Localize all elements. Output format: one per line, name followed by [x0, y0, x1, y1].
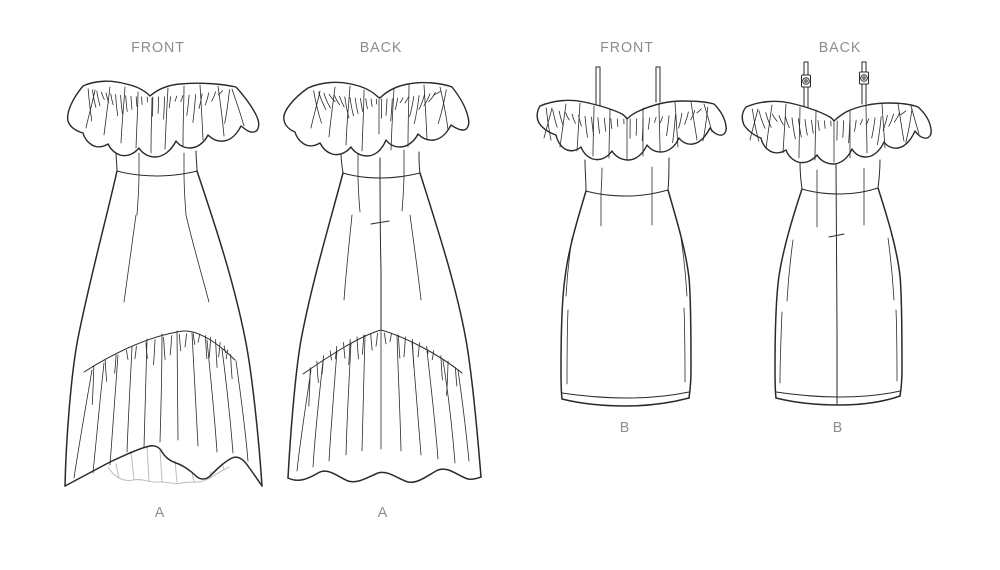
dress-b-back-center-seam: [835, 161, 838, 405]
strap-slider-hardware: [801, 71, 869, 88]
dress-a-back-ruffle-folds: [310, 84, 449, 152]
view-a-back-label: BACK: [359, 39, 403, 56]
dress-b-front-drawing: [536, 66, 727, 407]
dress-a-front-ruffle-folds: [85, 84, 245, 154]
dress-a-back-drawing: [283, 81, 482, 484]
view-b-back-label: BACK: [818, 39, 862, 56]
dress-b-back-zipper-mark: [828, 233, 845, 238]
dress-a-back-center-seam: [379, 157, 382, 331]
dress-a-back-flounce-gathers: [308, 332, 458, 407]
dress-a-back-bodice: [340, 149, 421, 213]
dress-a-front-skirt: [64, 170, 263, 487]
view-b-back-letter: B: [832, 419, 844, 436]
dress-b-back-bodice: [799, 159, 881, 228]
dress-b-back-skirt: [774, 161, 903, 406]
dress-a-back-flounce-folds: [296, 330, 470, 472]
dress-a-front-flounce-gathers: [91, 333, 233, 405]
view-a-front-label: FRONT: [131, 39, 185, 56]
dress-b-back-ruffle-folds: [749, 103, 920, 163]
dress-b-back-drawing: [741, 61, 932, 406]
dress-b-back-hem: [775, 395, 901, 406]
dress-a-back-ruffle-gathers: [313, 89, 447, 124]
view-a-back-letter: A: [377, 504, 389, 521]
dress-a-front-ruffle: [66, 80, 260, 158]
view-b-front-label: FRONT: [600, 39, 654, 56]
dress-a-front-underskirt: [107, 445, 230, 485]
dress-b-front-hem: [561, 397, 690, 407]
dress-b-front-straps: [595, 66, 661, 107]
dress-a-back-zipper-mark: [370, 220, 390, 225]
dress-b-front-ruffle-folds: [543, 101, 713, 160]
dress-b-back-straps: [801, 61, 869, 108]
view-a-front-letter: A: [154, 504, 166, 521]
dress-a-back-ruffle: [283, 81, 470, 157]
view-b-front-letter: B: [619, 419, 631, 436]
dress-a-front-drawing: [64, 80, 263, 487]
dress-b-front-ruffle: [536, 99, 727, 161]
dress-a-back-skirt: [287, 157, 482, 484]
dress-a-front-hem: [64, 445, 263, 487]
dress-a-front-flounce-folds: [73, 330, 249, 479]
dress-a-front-ruffle-gathers: [87, 88, 230, 124]
dress-a-back-hem: [287, 468, 482, 484]
dress-b-back-ruffle: [741, 100, 932, 165]
dress-b-front-bodice: [584, 157, 670, 227]
dress-a-front-bodice: [115, 150, 198, 216]
dress-b-front-skirt: [560, 189, 692, 407]
